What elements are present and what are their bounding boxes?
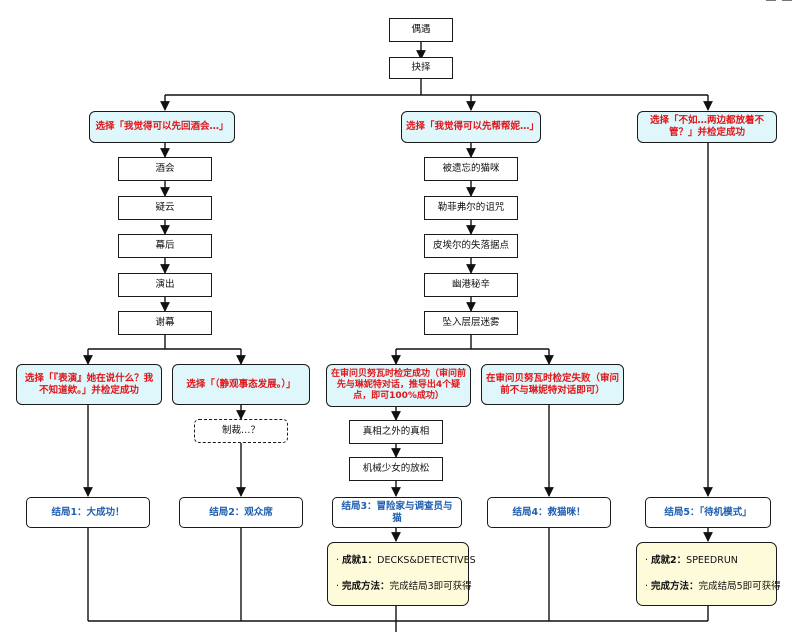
node-a5[interactable]: 谢幕 bbox=[118, 311, 212, 335]
node-b1-2[interactable]: 机械少女的放松 bbox=[349, 457, 443, 481]
achievement-2-name-label: 成就2： bbox=[651, 555, 687, 567]
choice-a2[interactable]: 选择「（静观事态发展。）」 bbox=[172, 364, 310, 405]
choice-b1[interactable]: 在审问贝努瓦时检定成功（审问前先与琳妮特对话，推导出4个疑点，即可100%成功） bbox=[326, 364, 471, 407]
node-b3[interactable]: 皮埃尔的失落据点 bbox=[424, 234, 518, 258]
choice-b[interactable]: 选择「我觉得可以先帮帮妮…」 bbox=[401, 111, 541, 143]
window-controls bbox=[766, 0, 792, 5]
achievement-1-method: 完成结局3即可获得 bbox=[389, 581, 472, 592]
ending-5[interactable]: 结局5：「待机模式」 bbox=[645, 497, 771, 528]
achievement-2: · 成就2：SPEEDRUN · 完成方法：完成结局5即可获得 bbox=[636, 542, 781, 606]
achievement-1: · 成就1：DECKS&DETECTIVES · 完成方法：完成结局3即可获得 bbox=[327, 542, 476, 606]
choice-b2[interactable]: 在审问贝努瓦时检定失败（审问前不与琳妮特对话即可） bbox=[481, 364, 624, 405]
node-a2-1[interactable]: 制裁…？ bbox=[194, 419, 288, 443]
achievement-1-name: DECKS&DETECTIVES bbox=[377, 555, 476, 567]
node-b4[interactable]: 幽港秘辛 bbox=[424, 273, 518, 297]
achievement-2-method-label: 完成方法： bbox=[651, 581, 699, 592]
node-a2[interactable]: 疑云 bbox=[118, 196, 212, 220]
choice-a1[interactable]: 选择「『表演』她在说什么？我不知道欸。」并检定成功 bbox=[16, 364, 162, 405]
node-b1-1[interactable]: 真相之外的真相 bbox=[349, 420, 443, 444]
achievement-2-name: SPEEDRUN bbox=[686, 555, 738, 567]
achievement-1-method-label: 完成方法： bbox=[342, 581, 390, 592]
node-b2[interactable]: 勒菲弗尔的诅咒 bbox=[424, 196, 518, 220]
ending-4[interactable]: 结局4：救猫咪！ bbox=[487, 497, 611, 528]
ending-2[interactable]: 结局2：观众席 bbox=[179, 497, 303, 528]
choice-a[interactable]: 选择「我觉得可以先回酒会…」 bbox=[89, 111, 235, 143]
minimize-icon[interactable] bbox=[766, 0, 776, 5]
node-a3[interactable]: 幕后 bbox=[118, 234, 212, 258]
achievement-2-method: 完成结局5即可获得 bbox=[698, 581, 781, 592]
node-b5[interactable]: 坠入层层迷雾 bbox=[424, 311, 518, 335]
node-a1[interactable]: 酒会 bbox=[118, 157, 212, 181]
node-start[interactable]: 偶遇 bbox=[389, 18, 453, 42]
node-b1[interactable]: 被遗忘的猫咪 bbox=[424, 157, 518, 181]
ending-3[interactable]: 结局3：冒险家与调查员与猫 bbox=[332, 497, 462, 528]
ending-1[interactable]: 结局1：大成功！ bbox=[26, 497, 150, 528]
achievement-1-name-label: 成就1： bbox=[342, 555, 378, 567]
node-a4[interactable]: 演出 bbox=[118, 273, 212, 297]
choice-c[interactable]: 选择「不如…两边都放着不管？」并检定成功 bbox=[637, 111, 777, 143]
node-choose[interactable]: 抉择 bbox=[389, 57, 453, 79]
maximize-icon[interactable] bbox=[782, 0, 792, 5]
